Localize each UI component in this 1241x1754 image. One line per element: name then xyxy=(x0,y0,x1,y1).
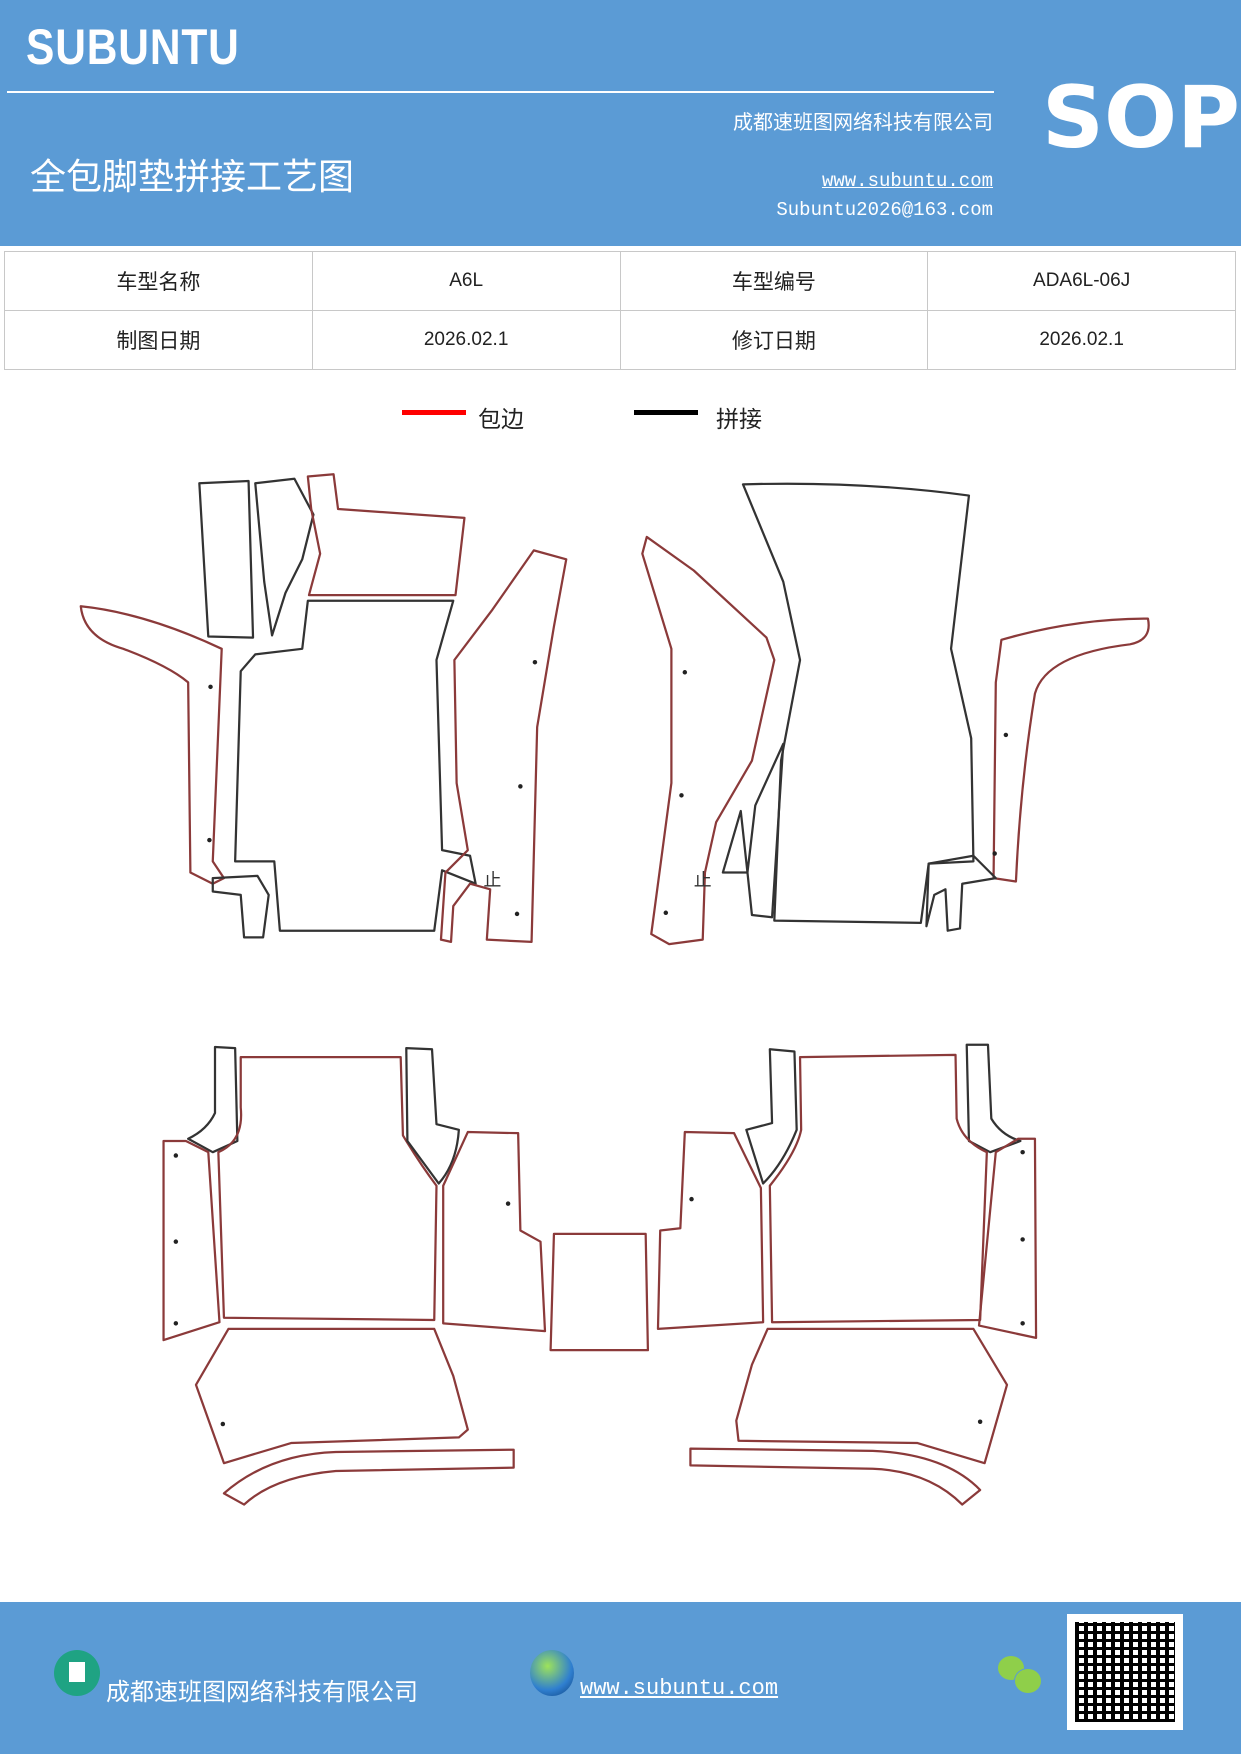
header: SUBUNTU 成都速班图网络科技有限公司 SOP 全包脚垫拼接工艺图 www.… xyxy=(0,0,1241,246)
mat-piece xyxy=(198,479,255,639)
stop-mark: 止 xyxy=(694,870,712,891)
table-row: 车型名称 A6L 车型编号 ADA6L-06J xyxy=(4,251,1236,311)
mat-piece xyxy=(194,1327,469,1465)
model-code-value: ADA6L-06J xyxy=(927,251,1236,311)
model-code-label: 车型编号 xyxy=(619,251,929,311)
mat-piece xyxy=(222,1448,515,1506)
mat-piece xyxy=(746,742,785,919)
brand-logo: SUBUNTU xyxy=(26,19,240,75)
mat-piece xyxy=(768,1053,988,1324)
sop-badge: SOP xyxy=(1042,68,1241,168)
footer-company: 成都速班图网络科技有限公司 xyxy=(106,1678,418,1706)
mat-piece xyxy=(735,1327,1009,1465)
mat-piece xyxy=(439,549,568,943)
mat-piece xyxy=(745,1048,798,1185)
legend-label-edge: 包边 xyxy=(478,407,524,433)
mat-piece xyxy=(721,809,749,874)
draw-date-label: 制图日期 xyxy=(4,310,313,370)
mat-piece xyxy=(187,1045,239,1154)
mat-piece xyxy=(254,477,315,637)
mat-piece xyxy=(992,617,1150,883)
mat-piece xyxy=(689,1447,982,1506)
mat-piece xyxy=(656,1130,765,1331)
building-icon xyxy=(54,1650,100,1696)
header-company: 成都速班图网络科技有限公司 xyxy=(733,110,993,134)
mat-piece xyxy=(549,1232,650,1352)
mat-piece xyxy=(965,1043,1022,1154)
footer-website-link[interactable]: www.subuntu.com xyxy=(580,1676,779,1701)
mat-piece xyxy=(234,599,477,932)
mat-piece xyxy=(741,482,975,924)
mat-piece xyxy=(79,605,226,885)
revise-date-value: 2026.02.1 xyxy=(927,310,1236,370)
table-row: 制图日期 2026.02.1 修订日期 2026.02.1 xyxy=(4,310,1236,370)
mat-piece xyxy=(211,874,270,939)
footer: 成都速班图网络科技有限公司 www.subuntu.com xyxy=(0,1602,1241,1754)
draw-date-value: 2026.02.1 xyxy=(311,310,621,370)
legend-swatch-edge xyxy=(402,410,466,415)
model-name-value: A6L xyxy=(311,251,621,311)
globe-icon xyxy=(530,1650,574,1696)
legend-label-seam: 拼接 xyxy=(716,407,762,433)
revise-date-label: 修订日期 xyxy=(619,310,929,370)
stop-mark: 止 xyxy=(483,870,501,891)
position-dots xyxy=(173,659,1025,1427)
header-email: Subuntu2026@163.com xyxy=(776,199,993,221)
mat-piece xyxy=(925,854,997,932)
mat-piece xyxy=(641,535,776,946)
header-divider xyxy=(7,91,994,93)
legend-swatch-seam xyxy=(634,410,698,415)
qr-code xyxy=(1067,1614,1183,1730)
mat-piece xyxy=(162,1139,221,1342)
page-title: 全包脚垫拼接工艺图 xyxy=(30,157,355,198)
wechat-icon xyxy=(998,1656,1044,1696)
info-table: 车型名称 A6L 车型编号 ADA6L-06J 制图日期 2026.02.1 修… xyxy=(4,251,1236,370)
mat-piece xyxy=(977,1137,1038,1339)
mat-piece xyxy=(405,1047,460,1185)
mat-piece xyxy=(306,473,466,597)
header-website-link[interactable]: www.subuntu.com xyxy=(821,170,993,192)
mat-piece xyxy=(217,1055,438,1322)
mat-piece xyxy=(442,1130,547,1333)
model-name-label: 车型名称 xyxy=(4,251,313,311)
